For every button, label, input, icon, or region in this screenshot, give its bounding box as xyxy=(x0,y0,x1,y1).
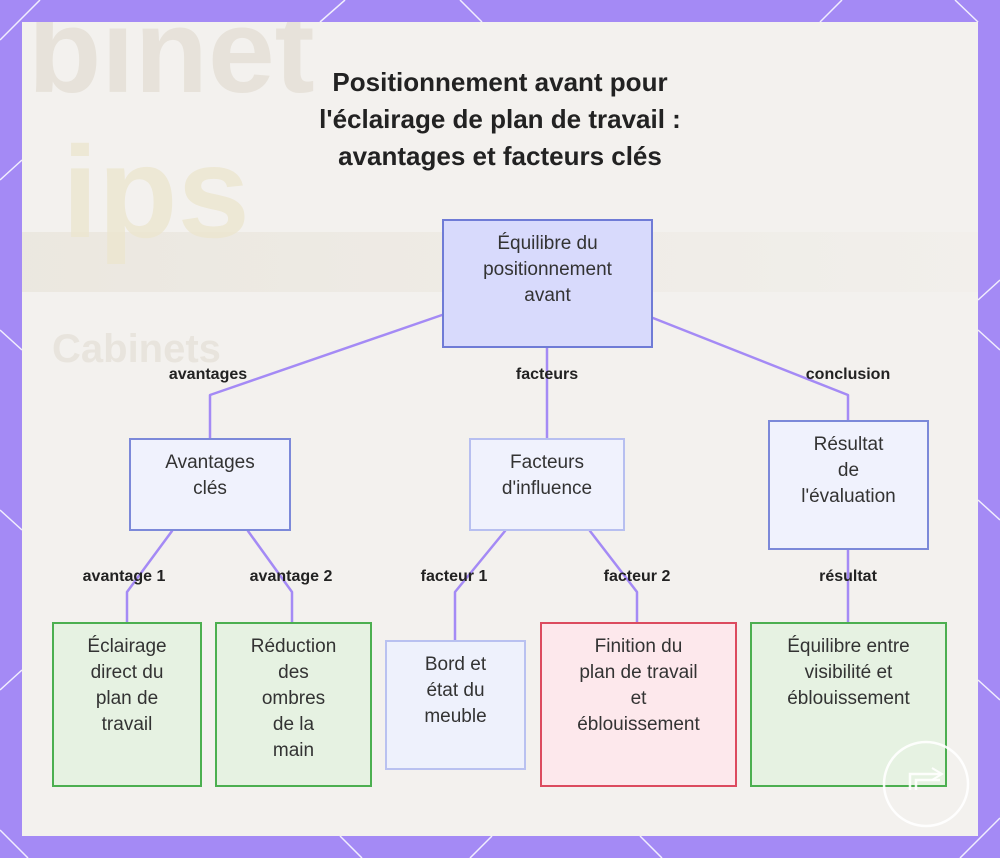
node-line: travail xyxy=(87,712,166,738)
node-line: Résultat xyxy=(801,432,895,458)
node-bord-etat-meuble: Bord et état du meuble xyxy=(385,640,526,770)
node-line: positionnement xyxy=(483,257,612,283)
node-line: des xyxy=(251,660,337,686)
node-line: meuble xyxy=(424,704,486,730)
node-line: Avantages xyxy=(165,450,254,476)
node-line: et xyxy=(577,686,700,712)
edge-label-facteur-2: facteur 2 xyxy=(604,568,671,586)
edge-label-facteurs: facteurs xyxy=(516,366,578,384)
node-line: éblouissement xyxy=(577,712,700,738)
node-finition-plan-travail: Finition du plan de travail et éblouisse… xyxy=(540,622,737,787)
node-line: ombres xyxy=(251,686,337,712)
edge-label-avantages: avantages xyxy=(169,366,247,384)
node-line: de la xyxy=(251,712,337,738)
node-line: clés xyxy=(165,476,254,502)
node-line: état du xyxy=(424,678,486,704)
edge-label-avantage-2: avantage 2 xyxy=(250,568,333,586)
node-line: main xyxy=(251,738,337,764)
node-line: l'évaluation xyxy=(801,484,895,510)
node-line: avant xyxy=(483,283,612,309)
node-equilibre-positionnement: Équilibre du positionnement avant xyxy=(442,219,653,348)
node-line: Équilibre du xyxy=(483,231,612,257)
node-avantages-cles: Avantages clés xyxy=(129,438,291,531)
node-facteurs-influence: Facteurs d'influence xyxy=(469,438,625,531)
node-line: direct du xyxy=(87,660,166,686)
edge-label-conclusion: conclusion xyxy=(806,366,890,384)
node-line: plan de xyxy=(87,686,166,712)
node-line: Bord et xyxy=(424,652,486,678)
node-line: de xyxy=(801,458,895,484)
edge-label-resultat: résultat xyxy=(819,568,877,586)
node-line: visibilité et xyxy=(787,660,910,686)
node-eclairage-direct: Éclairage direct du plan de travail xyxy=(52,622,202,787)
node-line: Finition du xyxy=(577,634,700,660)
watermark-logo-icon xyxy=(880,738,972,830)
node-line: éblouissement xyxy=(787,686,910,712)
node-line: Éclairage xyxy=(87,634,166,660)
node-reduction-ombres: Réduction des ombres de la main xyxy=(215,622,372,787)
node-line: d'influence xyxy=(502,476,592,502)
node-resultat-evaluation: Résultat de l'évaluation xyxy=(768,420,929,550)
node-line: plan de travail xyxy=(577,660,700,686)
node-line: Réduction xyxy=(251,634,337,660)
edge-label-avantage-1: avantage 1 xyxy=(83,568,166,586)
node-line: Facteurs xyxy=(502,450,592,476)
edge-label-facteur-1: facteur 1 xyxy=(421,568,488,586)
node-line: Équilibre entre xyxy=(787,634,910,660)
